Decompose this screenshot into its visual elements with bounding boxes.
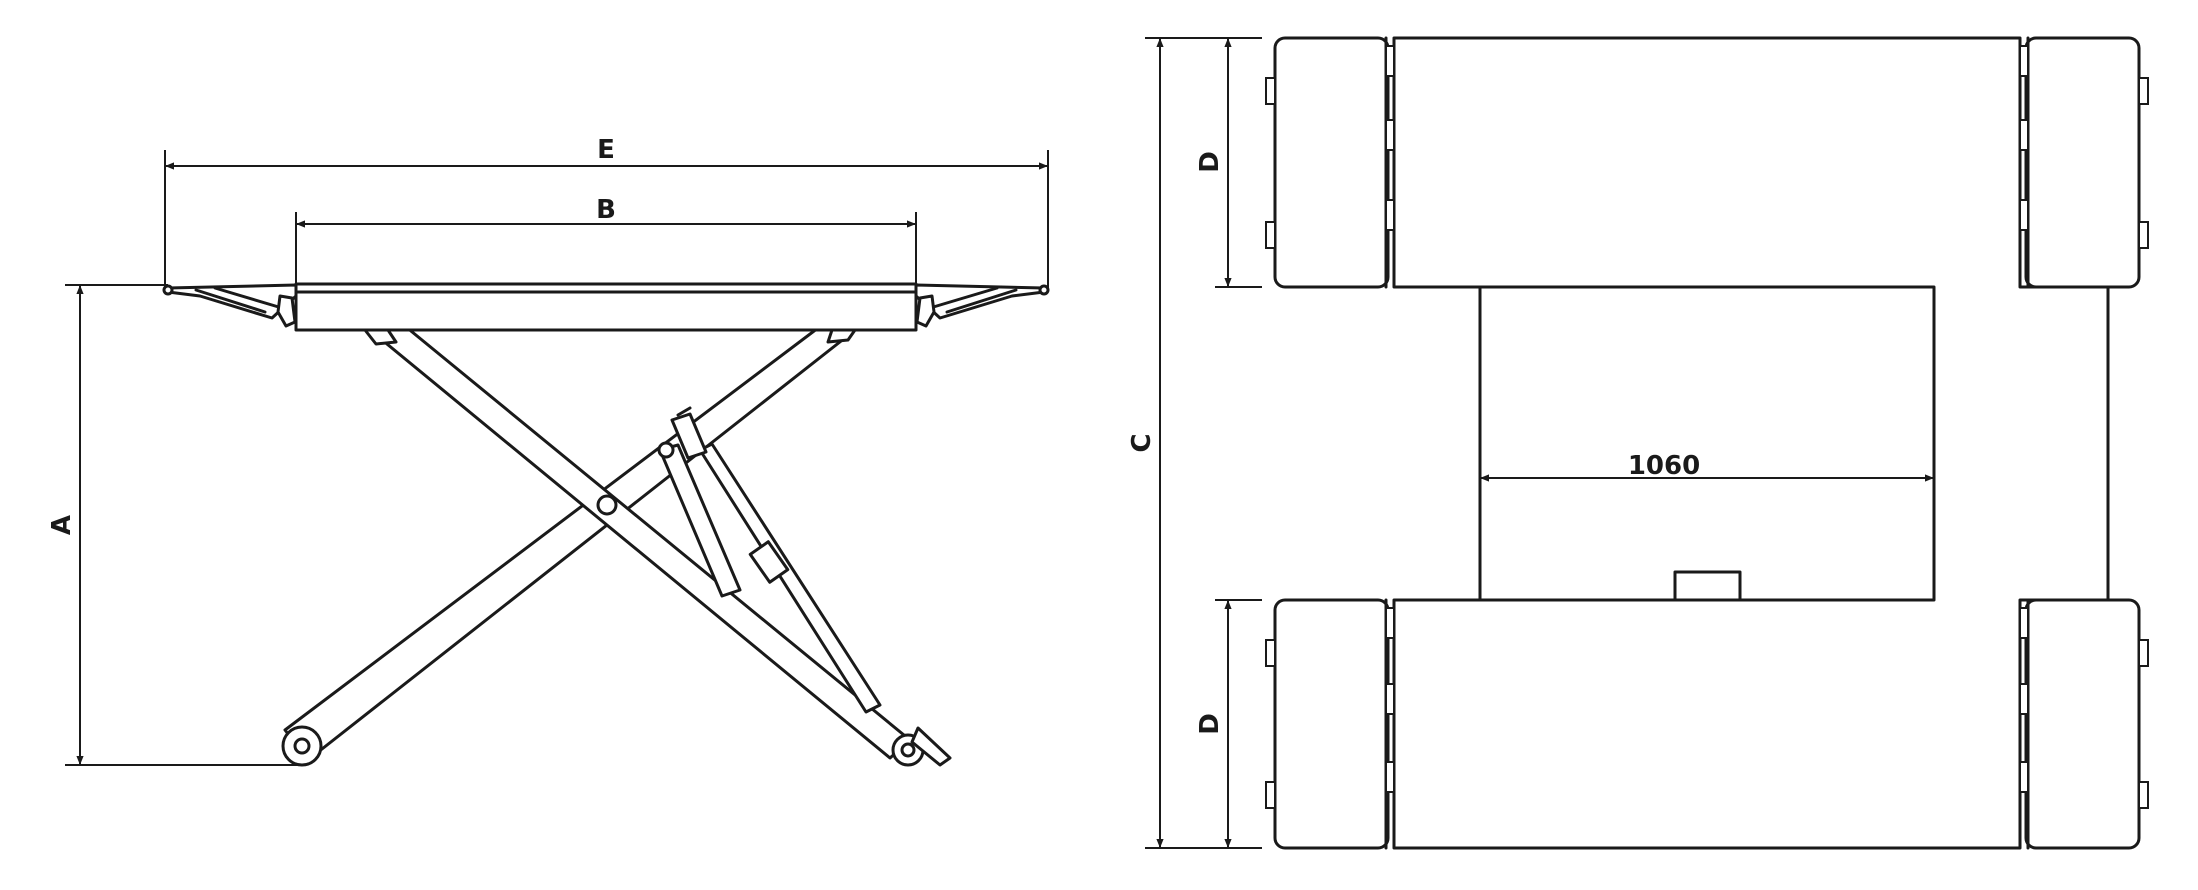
side-view: E B A	[47, 135, 1050, 767]
dimension-d-lower: D	[1195, 599, 1262, 848]
lift-platform	[294, 282, 918, 332]
top-view: C D D 1060	[1127, 36, 2149, 850]
dimension-inner-width: 1060	[1478, 285, 1936, 602]
dim-d-upper-label: D	[1195, 151, 1225, 173]
dim-d-lower-label: D	[1195, 713, 1225, 735]
dimension-d-upper: D	[1195, 38, 1262, 288]
dimension-a: A	[47, 284, 300, 766]
control-box	[1673, 570, 1742, 602]
ramp-top-right	[2019, 36, 2149, 289]
dim-c-label: C	[1127, 433, 1157, 452]
platform-outline	[1392, 36, 2110, 850]
scissor-arms	[281, 320, 952, 767]
dim-e-label: E	[597, 135, 615, 165]
ramp-bottom-left	[1265, 598, 1395, 850]
dimension-e: E	[164, 135, 1049, 292]
dim-a-label: A	[47, 515, 77, 535]
ramp-left	[162, 283, 298, 328]
ramp-bottom-right	[2019, 598, 2149, 850]
dim-b-label: B	[596, 195, 616, 225]
inner-width-label: 1060	[1628, 451, 1700, 481]
ramp-right	[914, 283, 1050, 328]
dimension-b: B	[295, 195, 917, 285]
dimension-c: C	[1127, 37, 1262, 849]
ramp-top-left	[1265, 36, 1395, 289]
center-pivot	[596, 494, 618, 516]
